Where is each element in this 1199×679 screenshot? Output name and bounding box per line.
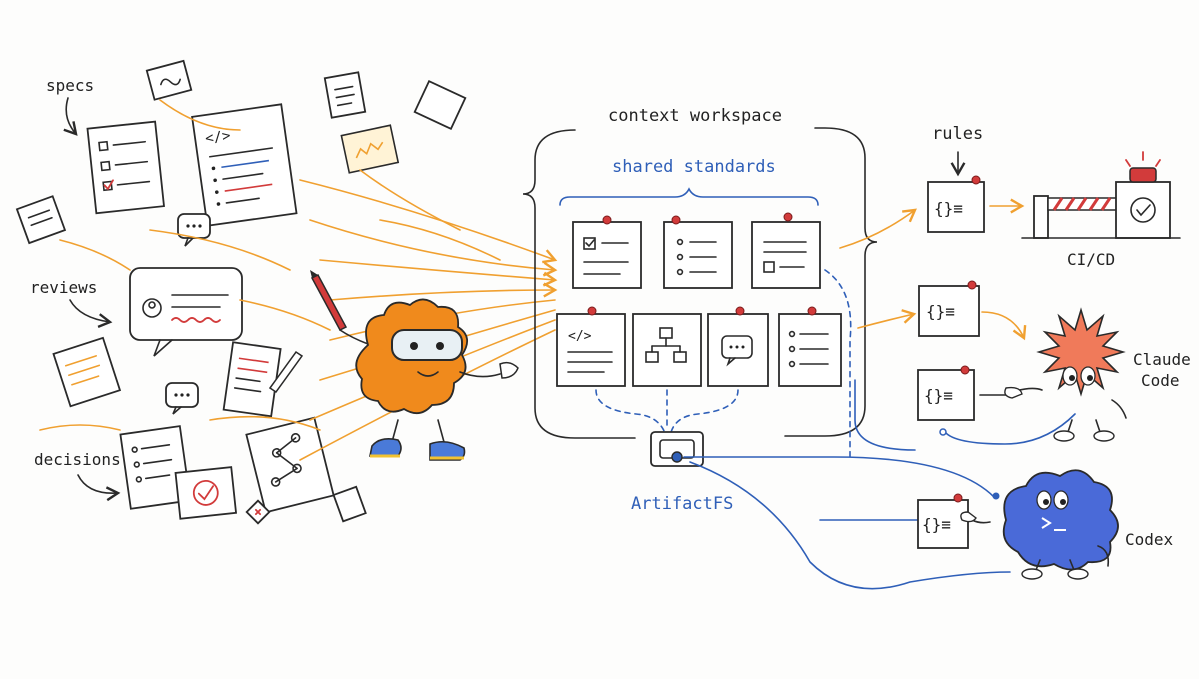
code-doc: </>: [191, 103, 298, 227]
decision-check-card: [174, 466, 238, 520]
rule-card-ci: {}≡: [927, 175, 985, 233]
code-tag-text: </>: [204, 128, 231, 147]
decision-list-doc: [119, 425, 192, 510]
standard-card-chat: [707, 306, 769, 387]
decisions-arrow: [77, 474, 121, 502]
flying-note-a: [145, 59, 193, 101]
rule-card-claude: {}≡: [918, 280, 980, 337]
rule-card-claude-2: {}≡: [917, 365, 975, 421]
orange-flow-lines: [39, 99, 558, 461]
rule-glyph-claude-2: {}≡: [924, 386, 953, 405]
flying-note-b: [323, 71, 367, 119]
label-decisions: decisions: [34, 450, 121, 469]
label-artifactfs: ArtifactFS: [631, 494, 734, 514]
rule-card-codex: {}≡: [917, 493, 969, 549]
standard-card-list: [663, 215, 733, 289]
artifactfs-dashed-links: [595, 269, 852, 461]
codex-mascot: [960, 469, 1119, 580]
standard-card-code: </>: [556, 306, 626, 387]
spec-checklist-doc: [86, 120, 165, 215]
label-specs: specs: [46, 76, 95, 95]
label-context-workspace: context workspace: [608, 106, 782, 126]
label-reviews: reviews: [30, 278, 98, 297]
label-ci-cd: CI/CD: [1067, 250, 1116, 269]
orange-mascot: [310, 270, 519, 461]
red-lines-doc: [222, 341, 282, 418]
workspace-to-rules-arrow-2: [857, 309, 917, 329]
standard-card-list-2: [778, 306, 842, 387]
label-claude-code-line1: Claude: [1133, 350, 1191, 369]
standard-card-checklist: [572, 215, 642, 289]
workspace-bracket-right: [784, 127, 878, 437]
standard-card-diagram: [632, 313, 702, 387]
reviews-arrow: [69, 299, 113, 328]
ci-gate: [1021, 151, 1181, 239]
standard-code-tag: </>: [568, 329, 592, 344]
rule-glyph-codex: {}≡: [922, 515, 951, 534]
workspace-to-rules-arrow-1: [839, 208, 917, 249]
chat-bubble-small: [177, 213, 211, 247]
label-rules: rules: [932, 124, 984, 144]
scattered-documents: </>: [15, 59, 467, 525]
rule-to-claude-arrow: [981, 311, 1027, 341]
flying-note-d: [15, 195, 67, 245]
mascot-red-pencil: [310, 270, 348, 331]
label-claude-code-line2: Code: [1141, 371, 1180, 390]
graph-doc: [245, 416, 335, 514]
orange-list-doc: [52, 336, 122, 408]
standard-card-form: [751, 212, 821, 289]
artifactfs-icon: [650, 431, 704, 467]
rule-glyph-claude: {}≡: [926, 302, 955, 321]
workspace-bracket: [522, 129, 636, 439]
tiny-dots-card: [332, 485, 367, 523]
chat-bubble-mid: [165, 382, 199, 415]
tiny-red-card: [245, 499, 271, 525]
label-shared-standards: shared standards: [612, 157, 776, 177]
review-bubble: [129, 267, 243, 357]
shared-standards-brace: [559, 187, 819, 206]
flying-note-c: [413, 79, 467, 131]
claude-code-mascot: [1004, 307, 1127, 442]
label-codex: Codex: [1125, 530, 1174, 549]
specs-arrow: [63, 97, 78, 136]
blue-agent-links: [683, 379, 1076, 590]
rule-glyph-ci: {}≡: [934, 199, 963, 218]
sticky-note-chart: [340, 124, 400, 174]
pencil-icon: [268, 350, 304, 394]
